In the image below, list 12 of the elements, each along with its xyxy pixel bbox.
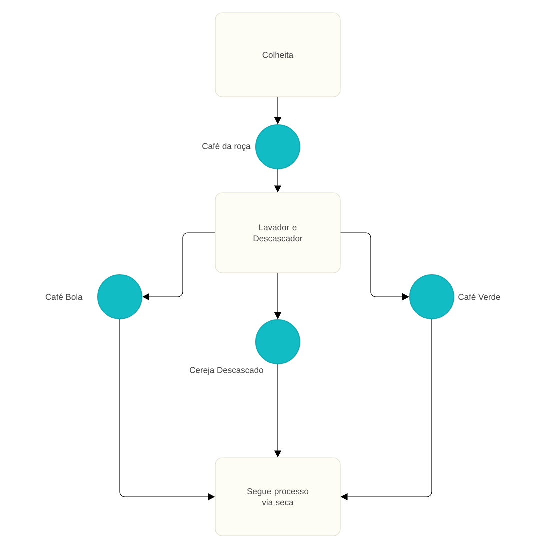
circle-label: Café Bola — [46, 294, 83, 300]
arrow — [142, 232, 216, 301]
circle-marker — [256, 320, 300, 364]
process-box: Colheita — [215, 12, 341, 98]
circle-marker — [256, 124, 300, 170]
circle-marker — [98, 274, 142, 320]
circle-label: Café Verde — [458, 294, 500, 300]
circle-marker — [410, 274, 454, 320]
circle-label: Cereja Descascado — [190, 367, 264, 375]
process-box: Segue processo via seca — [215, 458, 341, 536]
process-box: Lavador e Descascador — [215, 192, 341, 274]
circle-label: Café da roça — [202, 142, 251, 152]
